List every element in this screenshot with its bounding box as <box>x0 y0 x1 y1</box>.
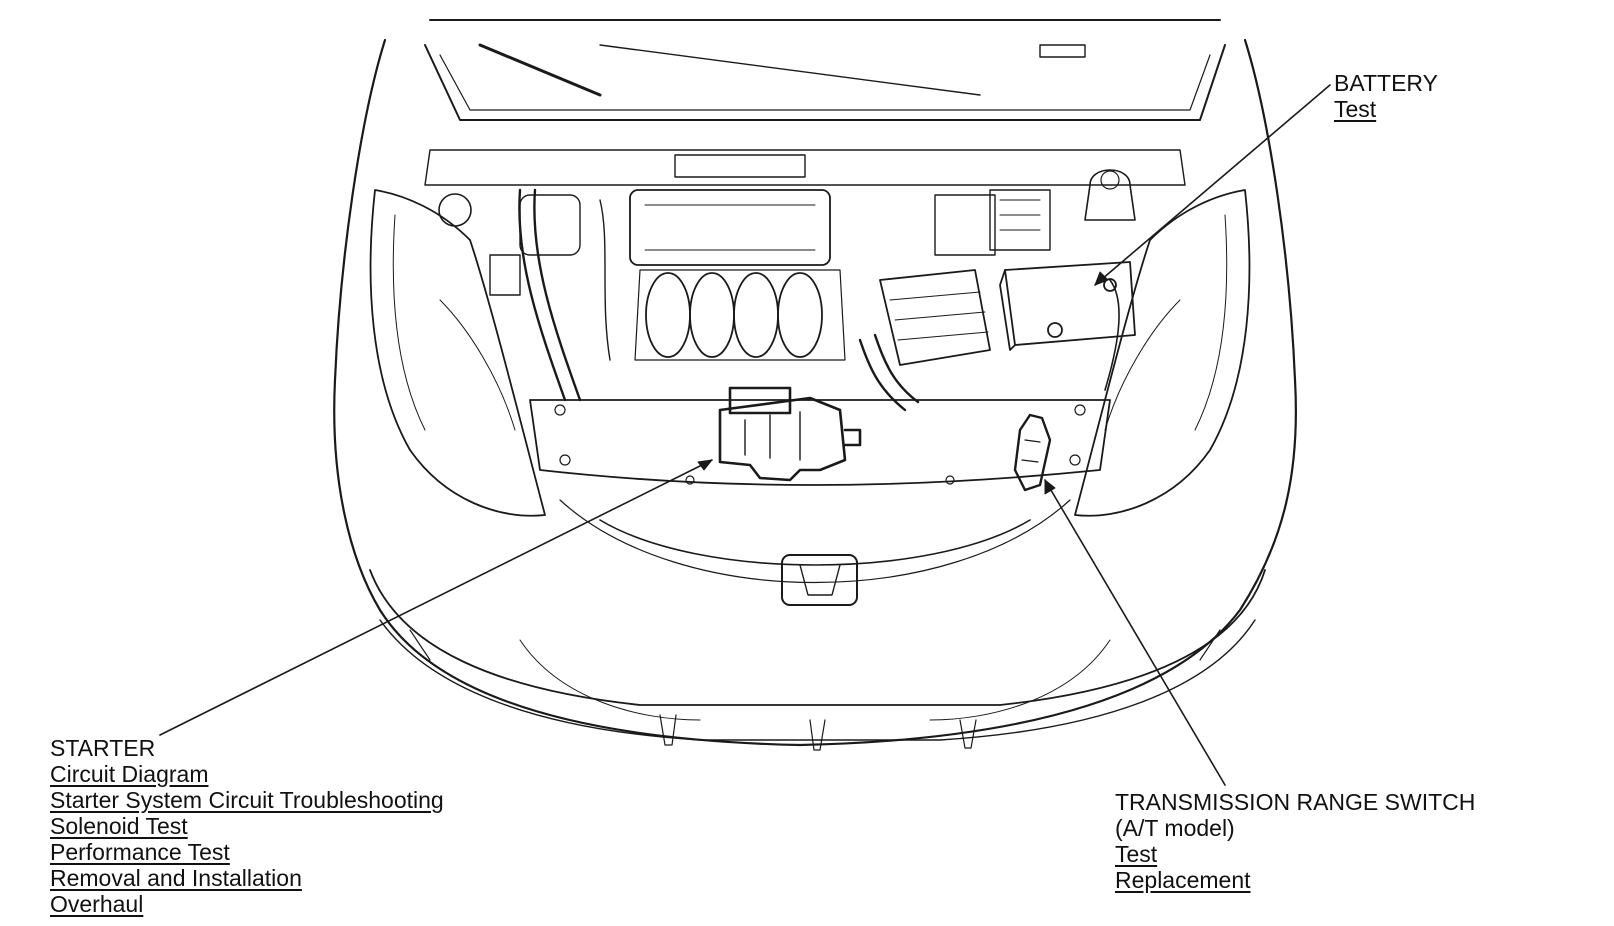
starter-overhaul-link[interactable]: Overhaul <box>50 891 144 917</box>
wiper-arm-left <box>478 43 602 97</box>
starter-performance-test-link[interactable]: Performance Test <box>50 839 230 865</box>
intake-manifold <box>645 272 823 358</box>
battery <box>999 261 1136 351</box>
headlight-left <box>369 189 546 517</box>
trs-title: TRANSMISSION RANGE SWITCH <box>1115 789 1476 815</box>
radiator-support <box>529 399 1111 486</box>
grille <box>599 519 1031 566</box>
emblem <box>781 554 858 606</box>
trs-leader-line <box>1044 479 1226 786</box>
transmission-range-switch <box>1013 413 1052 492</box>
starter-callout: STARTER Circuit Diagram Starter System C… <box>50 735 444 917</box>
trs-test-link[interactable]: Test <box>1115 841 1158 867</box>
engine-cover <box>629 189 831 266</box>
battery-test-link[interactable]: Test <box>1334 96 1377 122</box>
hood-underside <box>424 44 1226 121</box>
battery-leader-line <box>1094 84 1331 286</box>
starter-circuit-diagram-link[interactable]: Circuit Diagram <box>50 761 209 787</box>
starter-removal-installation-link[interactable]: Removal and Installation <box>50 865 302 891</box>
starter-solenoid-test-link[interactable]: Solenoid Test <box>50 813 188 839</box>
air-cleaner-box <box>879 269 991 366</box>
battery-title: BATTERY <box>1334 70 1438 96</box>
hose-left <box>518 188 567 402</box>
battery-callout: BATTERY Test <box>1334 70 1438 122</box>
starter-title: STARTER <box>50 735 156 761</box>
starter-leader-line <box>159 459 713 736</box>
coolant-reservoir <box>1084 169 1136 221</box>
body-outline <box>333 38 1298 747</box>
trs-replacement-link[interactable]: Replacement <box>1115 867 1251 893</box>
headlight-right <box>1074 189 1251 517</box>
starter-motor <box>718 386 862 482</box>
transmission-range-switch-callout: TRANSMISSION RANGE SWITCH (A/T model) Te… <box>1115 789 1475 893</box>
trs-subtitle: (A/T model) <box>1115 815 1235 841</box>
front-bumper <box>369 569 1266 706</box>
starter-system-troubleshooting-link[interactable]: Starter System Circuit Troubleshooting <box>50 787 444 813</box>
cowl <box>424 149 1186 186</box>
